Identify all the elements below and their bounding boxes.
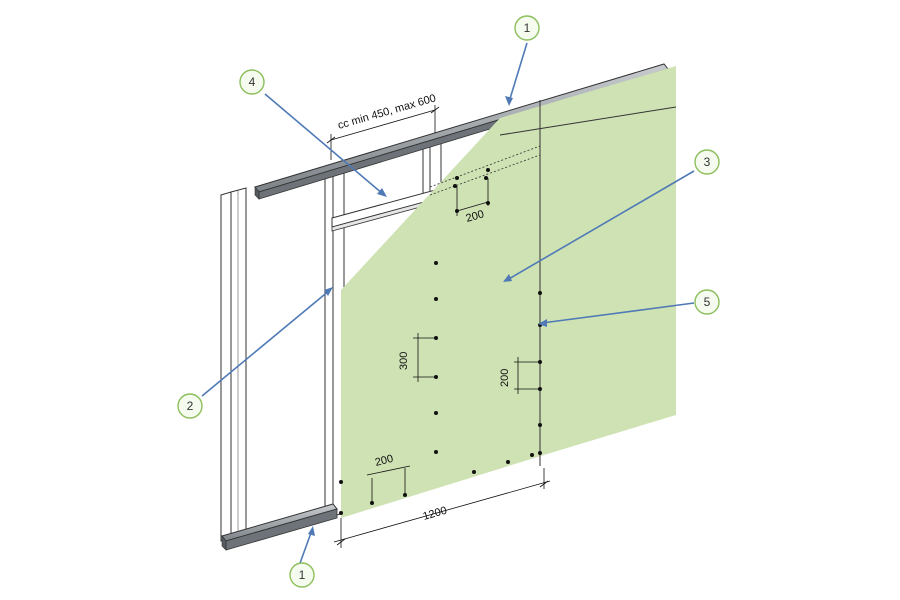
callout-nogging: 4 <box>239 69 265 95</box>
screw-dot <box>538 423 542 427</box>
callout-bottom-rail: 1 <box>289 562 315 588</box>
screw-dot <box>530 453 534 457</box>
callout-label: 4 <box>249 75 256 89</box>
screw-dot <box>339 511 343 515</box>
screw-dot <box>506 460 510 464</box>
leader-lines <box>201 42 695 567</box>
callout-label: 2 <box>187 399 194 413</box>
screw-dot <box>472 470 476 474</box>
screw-dot <box>538 291 542 295</box>
dim-stud-spacing: cc min 450, max 600 <box>337 92 438 132</box>
hidden-nogging-bottom <box>429 154 541 196</box>
screw-dot <box>455 176 459 180</box>
callout-label: 1 <box>524 21 531 35</box>
leader-stud <box>201 289 331 397</box>
callout-label: 3 <box>704 155 711 169</box>
bottom-rail <box>221 503 338 551</box>
screw-dot <box>434 297 438 301</box>
board-horizontal-line <box>499 106 677 136</box>
leader-top-rail <box>508 42 528 103</box>
leader-bottom-rail <box>298 529 313 567</box>
callout-label: 1 <box>299 568 306 582</box>
screw-dot <box>484 176 488 180</box>
screw-dot <box>434 411 438 415</box>
dim-edge-vertical-spacing: 200 <box>499 369 511 387</box>
dim-field-vertical-spacing: 300 <box>398 352 410 370</box>
screw-dot <box>453 184 457 188</box>
dimension-lines <box>326 105 551 548</box>
callout-top-rail: 1 <box>514 15 540 41</box>
screw-dot <box>339 480 343 484</box>
stud-left <box>220 187 247 542</box>
leader-board <box>506 170 695 281</box>
leader-screw <box>541 302 695 324</box>
gypsum-board <box>341 66 677 518</box>
dim-board-width: 1200 <box>422 505 449 523</box>
screw-dot <box>434 450 438 454</box>
hidden-nogging-top <box>429 145 541 188</box>
callout-stud: 2 <box>177 393 203 419</box>
dim-top-edge-spacing: 200 <box>465 208 486 225</box>
dim-bottom-edge-spacing: 200 <box>374 453 395 469</box>
callout-screw: 5 <box>694 289 720 315</box>
screw-dot <box>434 261 438 265</box>
callout-label: 5 <box>704 295 711 309</box>
leader-nogging <box>264 93 384 195</box>
screw-dot <box>486 168 490 172</box>
callout-board: 3 <box>694 149 720 175</box>
screw-dot <box>538 451 542 455</box>
